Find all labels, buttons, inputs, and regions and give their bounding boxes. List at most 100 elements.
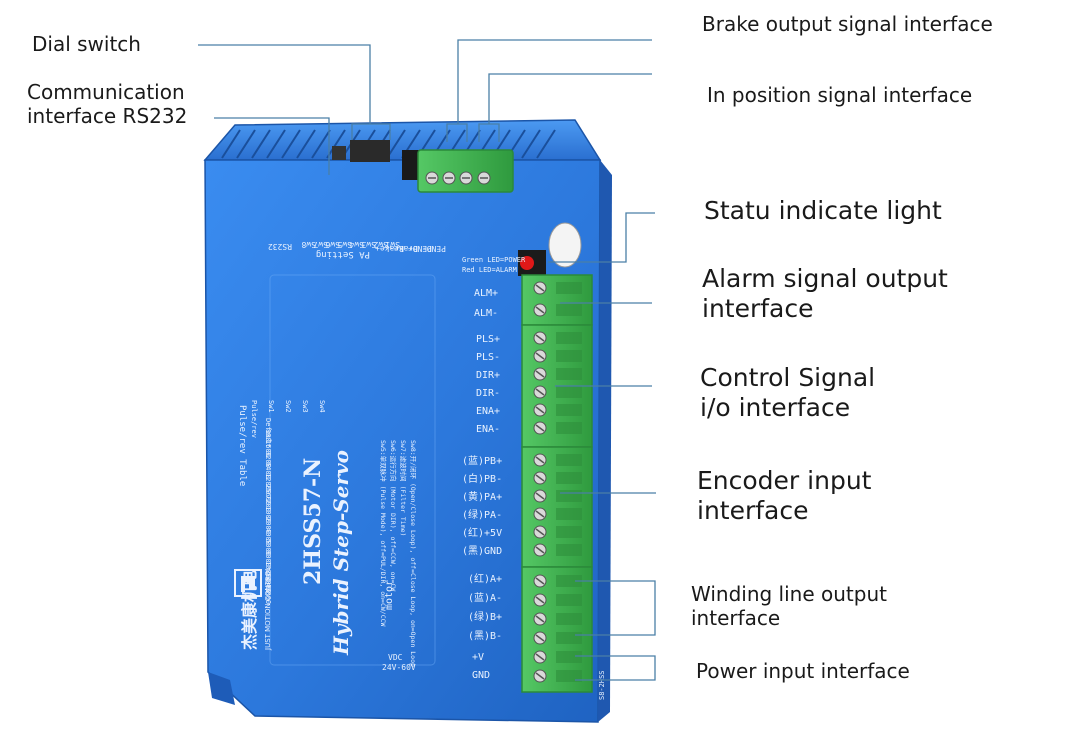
leader-rs232: [214, 117, 330, 175]
screw-icon[interactable]: [533, 385, 582, 399]
side-sticker-text: S8-2HSS: [598, 670, 606, 700]
rs232-text: RS232: [268, 242, 292, 251]
pulse-table-value: 20000: [264, 572, 272, 593]
label-control: Control Signal i/o interface: [700, 363, 876, 422]
pulse-table-value: 800: [264, 429, 272, 442]
led-red-text: Red LED=ALARM: [462, 266, 517, 274]
pulse-table-value: 40000: [264, 583, 272, 604]
leader-brake: [457, 39, 652, 124]
vdc-text: VDC: [388, 653, 403, 662]
screw-icon[interactable]: [533, 471, 582, 485]
label-dial-switch: Dial switch: [32, 32, 141, 56]
screw-icon[interactable]: [533, 631, 582, 645]
top-terminal-text: Brake-: [389, 244, 418, 253]
screw-icon[interactable]: [477, 171, 491, 185]
screw-icon[interactable]: [459, 171, 473, 185]
encoder-terminal-text: (蓝)PB+: [462, 455, 502, 467]
top-terminal-text: PEND+: [408, 244, 432, 253]
screw-icon[interactable]: [533, 593, 582, 607]
pulse-table-header: Sw3: [301, 400, 309, 413]
model-subtitle: Hybrid Step-Servo: [329, 450, 353, 656]
pulse-table-header: Pulse/rev: [250, 400, 258, 438]
motor-terminal-text: (绿)B+: [468, 610, 502, 623]
pulse-table-value: 5000: [264, 539, 272, 556]
sw-label-text: Sw4: [349, 240, 364, 249]
pulse-table-title: Pulse/rev Table: [237, 405, 247, 486]
screw-icon[interactable]: [533, 303, 582, 317]
motor-terminal-text: (蓝)A-: [468, 592, 502, 604]
pulse-table-value: 2000: [264, 517, 272, 534]
leader-status: [548, 212, 655, 263]
screw-icon[interactable]: [442, 171, 456, 185]
pulse-table-value: 1600: [264, 440, 272, 457]
screw-icon[interactable]: [533, 453, 582, 467]
leader-dial: [198, 44, 371, 124]
screw-icon[interactable]: [533, 507, 582, 521]
encoder-terminal-text: (绿)PA-: [462, 508, 502, 521]
brand-logo-mark-icon: [241, 576, 255, 592]
vdc-range-text: 24V-60V: [382, 663, 416, 672]
screw-icon[interactable]: [425, 171, 439, 185]
mounting-foot-left: [208, 672, 235, 705]
sw-label-text: Sw2: [373, 240, 388, 249]
sw-label-text: Sw5: [337, 240, 352, 249]
side-panel: [598, 160, 612, 722]
front-panel: [204, 159, 601, 723]
brand-logo-icon: [234, 569, 262, 597]
screw-icon[interactable]: [533, 403, 582, 417]
side-terminal-blocks[interactable]: [521, 274, 593, 693]
screw-icon[interactable]: [533, 574, 582, 588]
pulse-table-value: 25600: [264, 484, 272, 505]
label-encoder: Encoder input interface: [697, 466, 872, 525]
pulse-table-value: 4000: [264, 528, 272, 545]
sw-label-text: Sw1: [385, 240, 400, 249]
pulse-table-value: 3200: [264, 451, 272, 468]
model-name: 2HSS57-N: [300, 458, 326, 585]
label-status-light: Statu indicate light: [704, 196, 942, 225]
control-terminal-text: ENA+: [476, 406, 500, 417]
alarm-terminal-text: ALM-: [474, 308, 498, 319]
pulse-table-header: Sw1: [267, 400, 275, 413]
brand-name: 杰美康机电: [240, 570, 259, 650]
leader-lines: [198, 39, 656, 681]
motor-label-text: motor: [384, 580, 395, 610]
screw-icon[interactable]: [533, 349, 582, 363]
screw-icon[interactable]: [533, 669, 582, 683]
pulse-table-value: 12800: [264, 473, 272, 494]
motor-terminal-text: (红)A+: [468, 572, 502, 585]
dial-switch[interactable]: [350, 140, 390, 162]
screw-icon[interactable]: [533, 612, 582, 626]
control-terminal-text: DIR-: [476, 388, 500, 399]
screw-icon[interactable]: [533, 489, 582, 503]
brand-tagline: JUST MOTION CONTROL: [264, 567, 272, 651]
leader-inpos: [488, 73, 652, 124]
led-red-icon: [520, 256, 534, 270]
screw-icon[interactable]: [533, 650, 582, 664]
status-indicator: [518, 222, 582, 276]
rs232-port[interactable]: [332, 146, 346, 160]
screw-icon[interactable]: [533, 367, 582, 381]
encoder-terminal-text: (黑)GND: [462, 545, 502, 557]
sw-note-text: Sw5:单双脉冲 (Pulse Mode), off=PUL/DIR, on=C…: [379, 440, 388, 627]
screw-icon[interactable]: [533, 543, 582, 557]
label-communication: Communication interface RS232: [27, 80, 188, 128]
pulse-table-value: 10000: [264, 561, 272, 582]
label-power: Power input interface: [696, 659, 910, 683]
pulse-table-value: 6400: [264, 462, 272, 479]
label-brake: Brake output signal interface: [702, 12, 993, 36]
pulse-table-value: Default: [264, 418, 272, 448]
screw-icon[interactable]: [533, 331, 582, 345]
top-terminal-text: Brake+: [375, 244, 404, 253]
led-green-text: Green LED=POWER: [462, 256, 526, 264]
alarm-terminal-text: ALM+: [474, 288, 498, 299]
model-branding: 2HSS57-N Hybrid Step-Servo 杰美康机电 JUST MO…: [234, 450, 353, 656]
top-terminal-block[interactable]: [417, 149, 514, 193]
screw-icon[interactable]: [533, 525, 582, 539]
bracket-power: [575, 655, 656, 681]
screw-icon[interactable]: [533, 421, 582, 435]
control-terminal-text: DIR+: [476, 370, 500, 381]
top-terminal-text: PEND-: [422, 244, 446, 253]
pulse-table-header: Sw2: [284, 400, 292, 413]
screw-icon[interactable]: [533, 281, 582, 295]
